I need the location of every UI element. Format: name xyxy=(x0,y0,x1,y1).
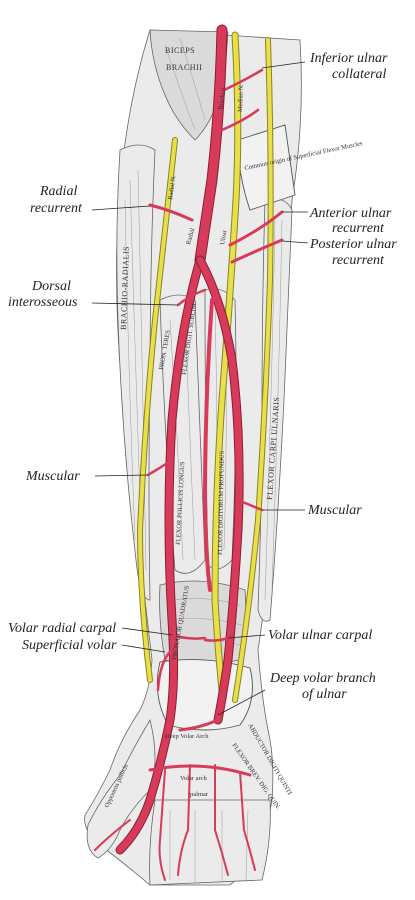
fingers xyxy=(149,799,271,886)
radial-label: Radial xyxy=(185,227,196,245)
brachioradialis-label: BRACHIO-RADIALIS xyxy=(119,246,131,330)
deep-volar-branch-artery xyxy=(178,718,220,732)
deep-volar-arch-label: Deep Volar Arch xyxy=(165,733,209,740)
superficial-volar-artery xyxy=(156,648,174,692)
median-nerve xyxy=(212,32,241,693)
volar-ulnar-carpal-artery xyxy=(203,636,230,642)
label-inferior-ulnar-collateral-2: collateral xyxy=(332,67,387,82)
label-superficial-volar: Superficial volar xyxy=(22,638,117,653)
dorsal-interosseous-artery xyxy=(176,288,207,307)
ulnar-label: Ulnar xyxy=(219,229,229,246)
label-dorsal-interosseous-2: interosseous xyxy=(8,295,78,310)
label-muscular-right: Muscular xyxy=(307,503,362,518)
biceps-label: BICEPS xyxy=(165,46,195,55)
volar-radial-carpal-artery xyxy=(170,633,207,640)
label-deep-volar-branch-1: Deep volar branch xyxy=(269,671,376,686)
callout-labels: Inferior ulnar collateral Radial recurre… xyxy=(8,51,397,702)
flexor-digitorum-profundus-label: FLEXOR DIGITORUM PROFUNDUS xyxy=(217,450,226,555)
nerves xyxy=(136,31,274,703)
label-anterior-ulnar-recurrent-1: Anterior ulnar xyxy=(309,206,392,221)
label-dorsal-interosseous-1: Dorsal xyxy=(31,279,71,294)
label-deep-volar-branch-2: of ulnar xyxy=(302,687,347,702)
brachii-label: BRACHII xyxy=(166,63,202,72)
muscular-branch-left xyxy=(146,458,174,477)
interosseous-artery xyxy=(203,298,214,592)
label-radial-recurrent-1: Radial xyxy=(39,184,77,199)
muscular-branch-right xyxy=(236,498,264,512)
inferior-ulnar-collateral-artery xyxy=(222,68,264,92)
arteries xyxy=(94,24,284,881)
label-volar-ulnar-carpal: Volar ulnar carpal xyxy=(268,628,372,643)
anterior-ulnar-recurrent-artery xyxy=(228,210,284,247)
radial-nerve xyxy=(137,138,177,682)
label-posterior-ulnar-recurrent-1: Posterior ulnar xyxy=(309,237,397,252)
label-muscular-left: Muscular xyxy=(25,469,80,484)
label-volar-radial-carpal: Volar radial carpal xyxy=(8,621,116,636)
radial-nerve-label: Radial N. xyxy=(167,174,177,200)
ulnar-artery xyxy=(196,256,243,724)
label-anterior-ulnar-recurrent-2: recurrent xyxy=(332,221,385,236)
posterior-ulnar-recurrent-artery xyxy=(230,238,284,264)
brachial-artery xyxy=(195,25,227,265)
median-nerve-label: Median N. xyxy=(237,84,245,112)
forearm-muscles xyxy=(84,29,302,886)
palmar-label: palmar xyxy=(190,791,209,798)
radial-artery xyxy=(116,256,204,854)
radial-recurrent-artery xyxy=(148,203,194,222)
label-posterior-ulnar-recurrent-2: recurrent xyxy=(332,253,385,268)
label-radial-recurrent-2: recurrent xyxy=(30,201,83,216)
brachial-label: Brachial xyxy=(217,87,228,110)
superficial-volar-arch-label: Volar arch xyxy=(180,775,208,782)
leader-lines xyxy=(91,61,309,716)
label-inferior-ulnar-collateral-1: Inferior ulnar xyxy=(309,51,388,66)
ulnar-nerve xyxy=(233,38,273,702)
flexor-pollicis-longus-label: FLEXOR POLLICIS LONGUS xyxy=(175,461,186,545)
